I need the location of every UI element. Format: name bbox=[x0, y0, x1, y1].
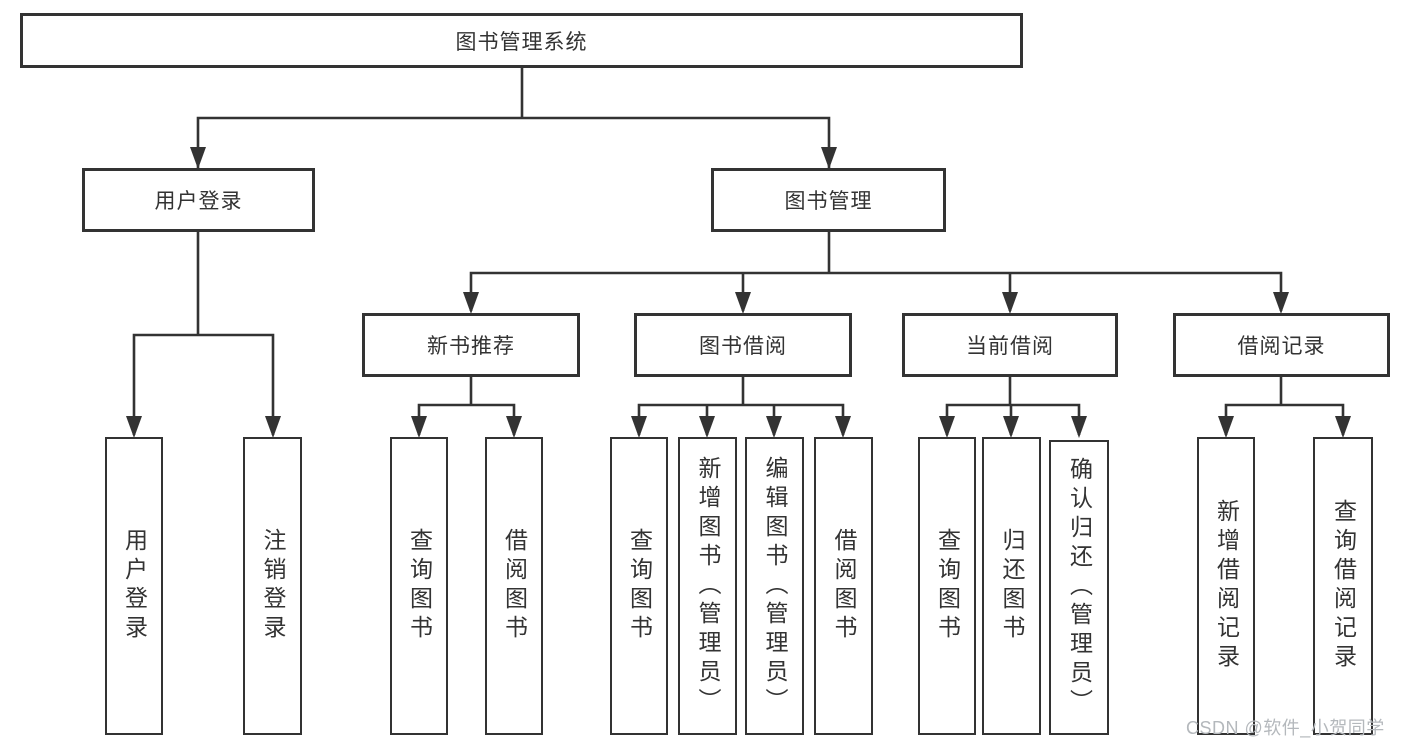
node-library-system: 图书管理系统 bbox=[20, 13, 1023, 68]
edge-mgmt-rail bbox=[469, 271, 1283, 311]
node-add-books-admin: 新增图书（管理员） bbox=[678, 437, 737, 735]
edge-login-rail bbox=[132, 333, 275, 435]
node-confirm-return-admin: 确认归还（管理员） bbox=[1049, 440, 1109, 735]
watermark-text: CSDN @软件_小贺同学 bbox=[1186, 718, 1385, 738]
node-user-login-module: 用户登录 bbox=[82, 168, 315, 232]
node-add-borrow-record: 新增借阅记录 bbox=[1197, 437, 1255, 735]
node-borrow-books-recommend: 借阅图书 bbox=[485, 437, 543, 735]
edge-borrow-rail bbox=[637, 403, 845, 435]
node-user-login: 用户登录 bbox=[105, 437, 163, 735]
node-edit-books-admin: 编辑图书（管理员） bbox=[745, 437, 804, 735]
node-new-book-recommendation: 新书推荐 bbox=[362, 313, 580, 377]
arrowheads bbox=[126, 147, 1351, 438]
node-borrowing-records: 借阅记录 bbox=[1173, 313, 1390, 377]
node-book-borrowing: 图书借阅 bbox=[634, 313, 852, 377]
node-borrow-books: 借阅图书 bbox=[814, 437, 873, 735]
node-query-books-recommend: 查询图书 bbox=[390, 437, 448, 735]
node-query-books-borrow: 查询图书 bbox=[610, 437, 668, 735]
edge-root-rail bbox=[196, 116, 831, 168]
edge-recommend-rail bbox=[417, 403, 516, 435]
edge-records-rail bbox=[1224, 403, 1345, 435]
node-query-books-current: 查询图书 bbox=[918, 437, 976, 735]
node-logout-login: 注销登录 bbox=[243, 437, 302, 735]
node-query-borrow-record: 查询借阅记录 bbox=[1313, 437, 1373, 735]
node-current-borrowing: 当前借阅 bbox=[902, 313, 1118, 377]
node-return-books: 归还图书 bbox=[982, 437, 1041, 735]
node-book-management-module: 图书管理 bbox=[711, 168, 946, 232]
